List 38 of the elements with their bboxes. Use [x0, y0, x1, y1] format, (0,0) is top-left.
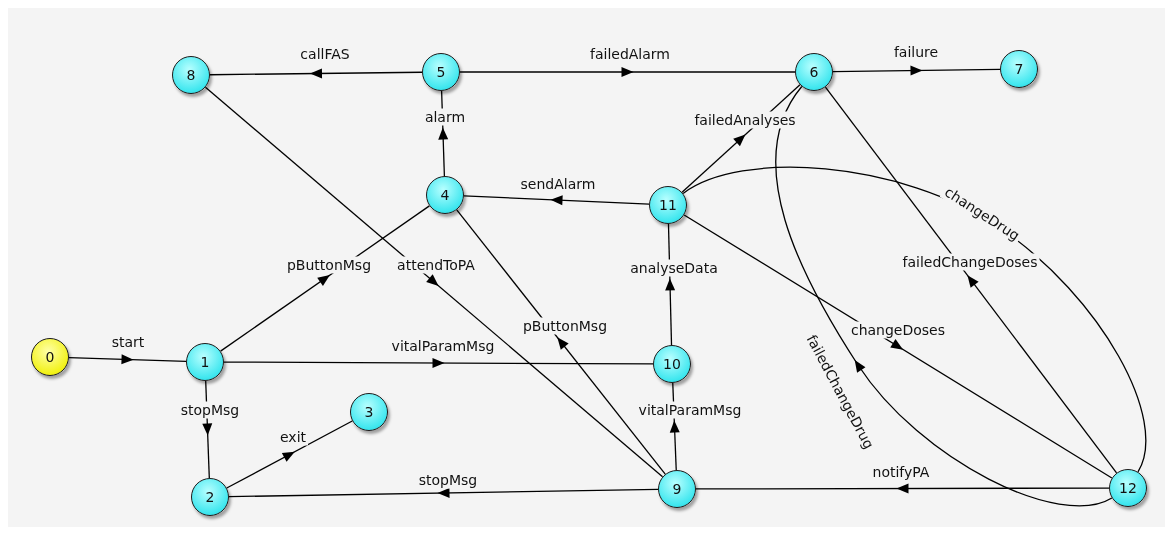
transition-arrow [226, 420, 353, 489]
edge-label: analyseData [628, 259, 720, 277]
state-number: 3 [364, 404, 374, 420]
transition-arrow [683, 214, 1113, 479]
edge-label: failedChangeDoses [900, 253, 1040, 271]
state-number: 0 [45, 349, 55, 365]
state-number: 6 [809, 64, 819, 80]
transition-arrow [775, 85, 1113, 507]
edge-label: failedAnalyses [692, 111, 798, 129]
transition-arrow [228, 487, 659, 498]
state-number: 1 [200, 354, 210, 370]
transition-arrow [456, 209, 666, 475]
state-number: 10 [663, 356, 681, 372]
state-number: 12 [1119, 480, 1137, 496]
transition-arrow [463, 195, 650, 206]
edge-label: vitalParamMsg [389, 337, 497, 355]
state-number: 2 [205, 489, 215, 505]
state-number: 4 [440, 187, 450, 203]
state-number: 11 [659, 197, 677, 213]
transition-arrow [204, 86, 664, 478]
edge-label: exit [278, 428, 308, 446]
transition-arrow [223, 357, 654, 368]
transition-arrow [219, 205, 431, 352]
edge-label: notifyPA [870, 463, 932, 481]
edge-label: pButtonMsg [285, 256, 373, 274]
transition-arrow [832, 65, 1001, 76]
transition-arrow [68, 354, 187, 365]
state-number: 8 [186, 67, 196, 83]
edge-label: vitalParamMsg [636, 401, 744, 419]
transition-arrow [459, 67, 796, 77]
state-number: 9 [672, 481, 682, 497]
state-number: 5 [436, 64, 446, 80]
transition-arrow [824, 86, 1118, 474]
edge-label: attendToPA [395, 256, 477, 274]
transition-arrow [209, 68, 423, 79]
edge-label: pButtonMsg [521, 317, 609, 335]
state-number: 7 [1014, 61, 1024, 77]
transition-arrow [695, 483, 1110, 494]
